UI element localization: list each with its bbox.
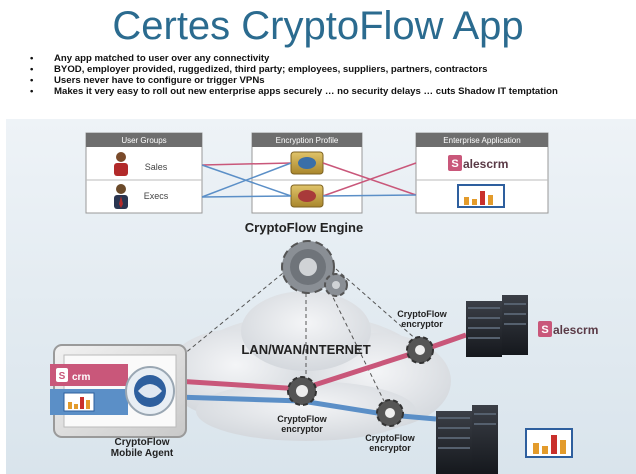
salescrm-s: S bbox=[541, 324, 548, 336]
salescrm-text: alescrm bbox=[463, 157, 508, 171]
bullet-marker: • bbox=[30, 86, 34, 97]
encryptor-label: CryptoFlow bbox=[397, 309, 447, 319]
bullet-text: Users never have to configure or trigger… bbox=[54, 75, 265, 86]
bullet-text: Any app matched to user over any connect… bbox=[54, 53, 270, 64]
dashboard-chart-icon bbox=[457, 184, 505, 208]
encryptor-label: CryptoFlow bbox=[277, 414, 327, 424]
salescrm-text: alescrm bbox=[553, 323, 598, 337]
network-label: LAN/WAN/INTERNET bbox=[241, 342, 370, 357]
cryptoflow-engine-gear-icon bbox=[281, 240, 348, 297]
salescrm-server-icon bbox=[466, 295, 528, 357]
encryptor-label: encryptor bbox=[401, 319, 443, 329]
mobile-agent-label: CryptoFlow bbox=[115, 437, 170, 448]
dashboard-chart-icon bbox=[525, 428, 573, 458]
encryption-profile-header: Encryption Profile bbox=[276, 136, 339, 145]
bullet-marker: • bbox=[30, 75, 34, 86]
architecture-diagram: User Groups Sales Execs Encryption Profi… bbox=[6, 119, 636, 474]
bullet-text: BYOD, employer provided, ruggedized, thi… bbox=[54, 64, 488, 75]
bullet-marker: • bbox=[30, 64, 34, 75]
mobile-agent-logo-icon bbox=[125, 366, 175, 416]
sales-person-icon bbox=[114, 152, 128, 176]
user-groups-table: User Groups Sales Execs bbox=[85, 132, 203, 214]
salescrm-s: S bbox=[59, 371, 66, 382]
mobile-agent-label: Mobile Agent bbox=[111, 448, 174, 459]
slide-title: Certes CryptoFlow App bbox=[112, 4, 524, 48]
bullet-item: • Users never have to configure or trigge… bbox=[30, 75, 558, 86]
bullet-item: • Any app matched to user over any connec… bbox=[30, 53, 558, 64]
salescrm-logo: S alescrm bbox=[448, 155, 508, 171]
mobile-dashboard-tile bbox=[50, 389, 128, 415]
enterprise-application-header: Enterprise Application bbox=[443, 136, 520, 145]
execs-person-icon bbox=[114, 184, 128, 209]
bullet-item: • BYOD, employer provided, ruggedized, th… bbox=[30, 64, 558, 75]
sales-label: Sales bbox=[145, 162, 168, 172]
salescrm-logo: S alescrm bbox=[538, 321, 598, 337]
mobile-salescrm-tile: S crm bbox=[50, 364, 128, 386]
enterprise-application-table: Enterprise Application S alescrm bbox=[415, 132, 549, 214]
encryptor-gear-icon bbox=[376, 399, 404, 427]
salescrm-text: crm bbox=[72, 372, 90, 383]
user-groups-header: User Groups bbox=[121, 136, 166, 145]
encryptor-gear-icon bbox=[406, 336, 434, 364]
encryptor-label: CryptoFlow bbox=[365, 433, 415, 443]
bullet-text: Makes it very easy to roll out new enter… bbox=[54, 86, 558, 97]
dashboard-server-icon bbox=[436, 405, 498, 474]
encryption-profile-table: Encryption Profile bbox=[251, 132, 363, 214]
encryptor-label: encryptor bbox=[281, 424, 323, 434]
bullet-item: • Makes it very easy to roll out new ente… bbox=[30, 86, 558, 97]
bullet-marker: • bbox=[30, 53, 34, 64]
control-lines bbox=[177, 268, 419, 402]
bullet-list: • Any app matched to user over any connec… bbox=[30, 53, 558, 97]
encryptor-label: encryptor bbox=[369, 443, 411, 453]
mapping-arrows bbox=[201, 162, 417, 198]
diagram-canvas: User Groups Sales Execs Encryption Profi… bbox=[50, 132, 598, 474]
engine-label: CryptoFlow Engine bbox=[245, 220, 363, 235]
execs-label: Execs bbox=[144, 191, 169, 201]
salescrm-s: S bbox=[451, 158, 458, 170]
encryptor-gear-icon bbox=[287, 376, 317, 406]
